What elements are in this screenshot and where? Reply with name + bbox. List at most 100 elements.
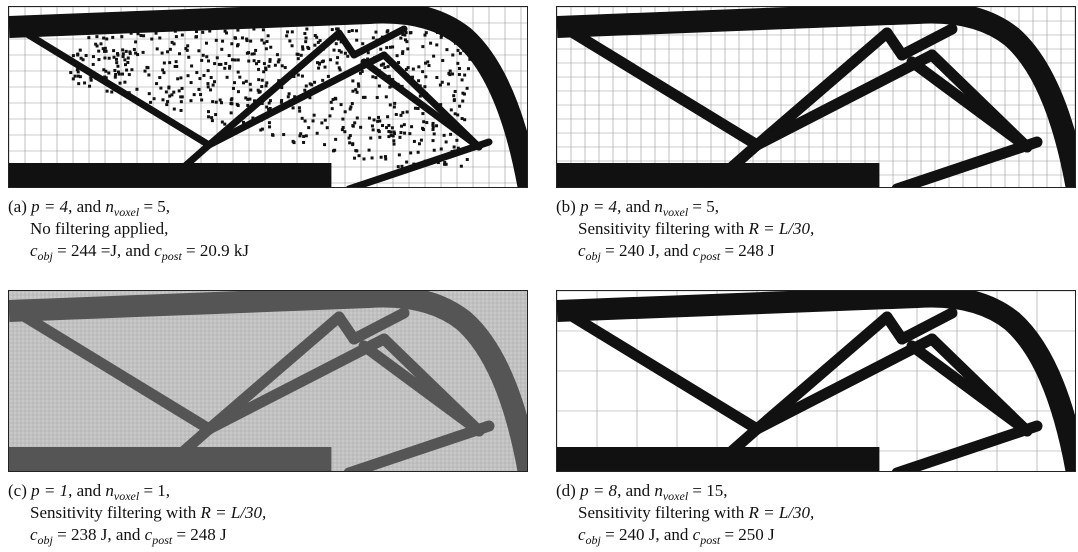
truss-member: [205, 29, 343, 149]
top-arch: [9, 291, 527, 471]
caption-line-1: (c) p = 1, and nvoxel = 1,: [8, 480, 528, 502]
truss-member: [203, 311, 345, 435]
cpost-subscript: post: [700, 533, 721, 547]
cobj-value: = 240 J, and: [600, 241, 693, 260]
truss-member: [348, 307, 410, 345]
penalty-value: p = 4: [580, 197, 618, 216]
truss-member: [346, 138, 493, 187]
filter-radius: R = L/30,: [200, 503, 267, 522]
truss-member: [205, 51, 388, 149]
caption-line-1: (b) p = 4, and nvoxel = 5,: [556, 196, 1076, 218]
truss-member: [561, 307, 763, 435]
panel-c-structure-svg: [9, 291, 527, 471]
caption-line-1: (a) p = 4, and nvoxel = 5,: [8, 196, 528, 218]
cobj-symbol: c: [578, 241, 586, 260]
voxel-symbol: n: [105, 481, 114, 500]
caption-line-3: cobj = 238 J, and cpost = 248 J: [8, 524, 528, 546]
truss-member: [701, 139, 763, 187]
truss-member: [156, 141, 213, 187]
cpost-value: = 20.9 kJ: [181, 241, 249, 260]
voxel-subscript: voxel: [113, 489, 140, 503]
cpost-symbol: c: [692, 241, 701, 260]
penalty-value: p = 1: [31, 481, 69, 500]
cpost-value: = 248 J: [172, 525, 227, 544]
caption-tag: (c): [8, 481, 32, 500]
cobj-subscript: obj: [37, 249, 53, 263]
caption-line-3: cobj = 244 =J, and cpost = 20.9 kJ: [8, 240, 528, 262]
panel-b-caption: (b) p = 4, and nvoxel = 5, Sensitivity f…: [556, 196, 1076, 262]
truss-member: [701, 423, 763, 471]
voxel-subscript: voxel: [662, 489, 689, 503]
truss-member: [561, 23, 763, 151]
truss-member: [751, 333, 938, 435]
filter-radius: R = L/30,: [748, 219, 815, 238]
cpost-subscript: post: [700, 249, 721, 263]
panel-c-figure: [8, 290, 528, 472]
truss-member: [896, 23, 958, 61]
top-arch: [557, 291, 1075, 471]
caption-line-2: Sensitivity filtering with R = L/30,: [8, 502, 528, 524]
truss-member: [896, 307, 958, 345]
truss-member: [360, 58, 483, 151]
cobj-value: = 238 J, and: [52, 525, 145, 544]
filter-text: Sensitivity filtering with: [30, 503, 201, 522]
caption-tag: (b): [556, 197, 581, 216]
cpost-value: = 248 J: [720, 241, 775, 260]
panel-a-figure: [8, 6, 528, 188]
caption-line-2: Sensitivity filtering with R = L/30,: [556, 218, 1076, 240]
caption-text: , and: [617, 481, 655, 500]
caption-line-2: No filtering applied,: [8, 218, 528, 240]
caption-tag: (a): [8, 197, 32, 216]
voxel-symbol: n: [654, 197, 663, 216]
voxel-value: = 1,: [139, 481, 171, 500]
panel-b-structure-svg: [557, 7, 1075, 187]
cpost-symbol: c: [692, 525, 701, 544]
filter-text: Sensitivity filtering with: [578, 219, 749, 238]
voxel-subscript: voxel: [662, 205, 689, 219]
truss-member: [906, 56, 1033, 153]
truss-member: [891, 420, 1043, 471]
cpost-subscript: post: [161, 249, 182, 263]
truss-member: [751, 49, 938, 151]
panel-b-figure: [556, 6, 1076, 188]
voxel-value: = 15,: [688, 481, 728, 500]
caption-line-3: cobj = 240 J, and cpost = 250 J: [556, 524, 1076, 546]
caption-text: , and: [68, 481, 106, 500]
cobj-symbol: c: [30, 525, 38, 544]
cobj-symbol: c: [30, 241, 38, 260]
truss-member: [358, 340, 485, 437]
cpost-symbol: c: [154, 241, 162, 260]
panel-d-structure-svg: [557, 291, 1075, 471]
truss-member: [153, 423, 215, 471]
panel-a-structure-svg: [9, 7, 527, 187]
penalty-value: p = 8: [580, 481, 618, 500]
panel-c-caption: (c) p = 1, and nvoxel = 1, Sensitivity f…: [8, 480, 528, 546]
caption-line-3: cobj = 240 J, and cpost = 248 J: [556, 240, 1076, 262]
voxel-subscript: voxel: [113, 205, 140, 219]
panel-d-figure: [556, 290, 1076, 472]
cpost-symbol: c: [144, 525, 153, 544]
cobj-subscript: obj: [585, 249, 601, 263]
truss-member: [343, 420, 495, 471]
top-arch: [9, 7, 527, 187]
density-speckle: [69, 27, 472, 170]
truss-member: [13, 307, 215, 435]
truss-member: [203, 333, 390, 435]
truss-member: [751, 311, 893, 435]
caption-text: , and: [68, 197, 106, 216]
voxel-value: = 5,: [688, 197, 720, 216]
voxel-value: = 5,: [139, 197, 171, 216]
filter-text: No filtering applied,: [30, 219, 169, 238]
voxel-symbol: n: [654, 481, 663, 500]
top-arch: [557, 7, 1075, 187]
truss-member: [891, 136, 1043, 187]
caption-line-1: (d) p = 8, and nvoxel = 15,: [556, 480, 1076, 502]
truss-member: [15, 25, 213, 149]
caption-text: , and: [617, 197, 655, 216]
filter-radius: R = L/30,: [748, 503, 815, 522]
truss-member: [906, 340, 1033, 437]
truss-member: [751, 27, 893, 151]
cpost-subscript: post: [152, 533, 173, 547]
voxel-symbol: n: [105, 197, 114, 216]
cobj-subscript: obj: [585, 533, 601, 547]
